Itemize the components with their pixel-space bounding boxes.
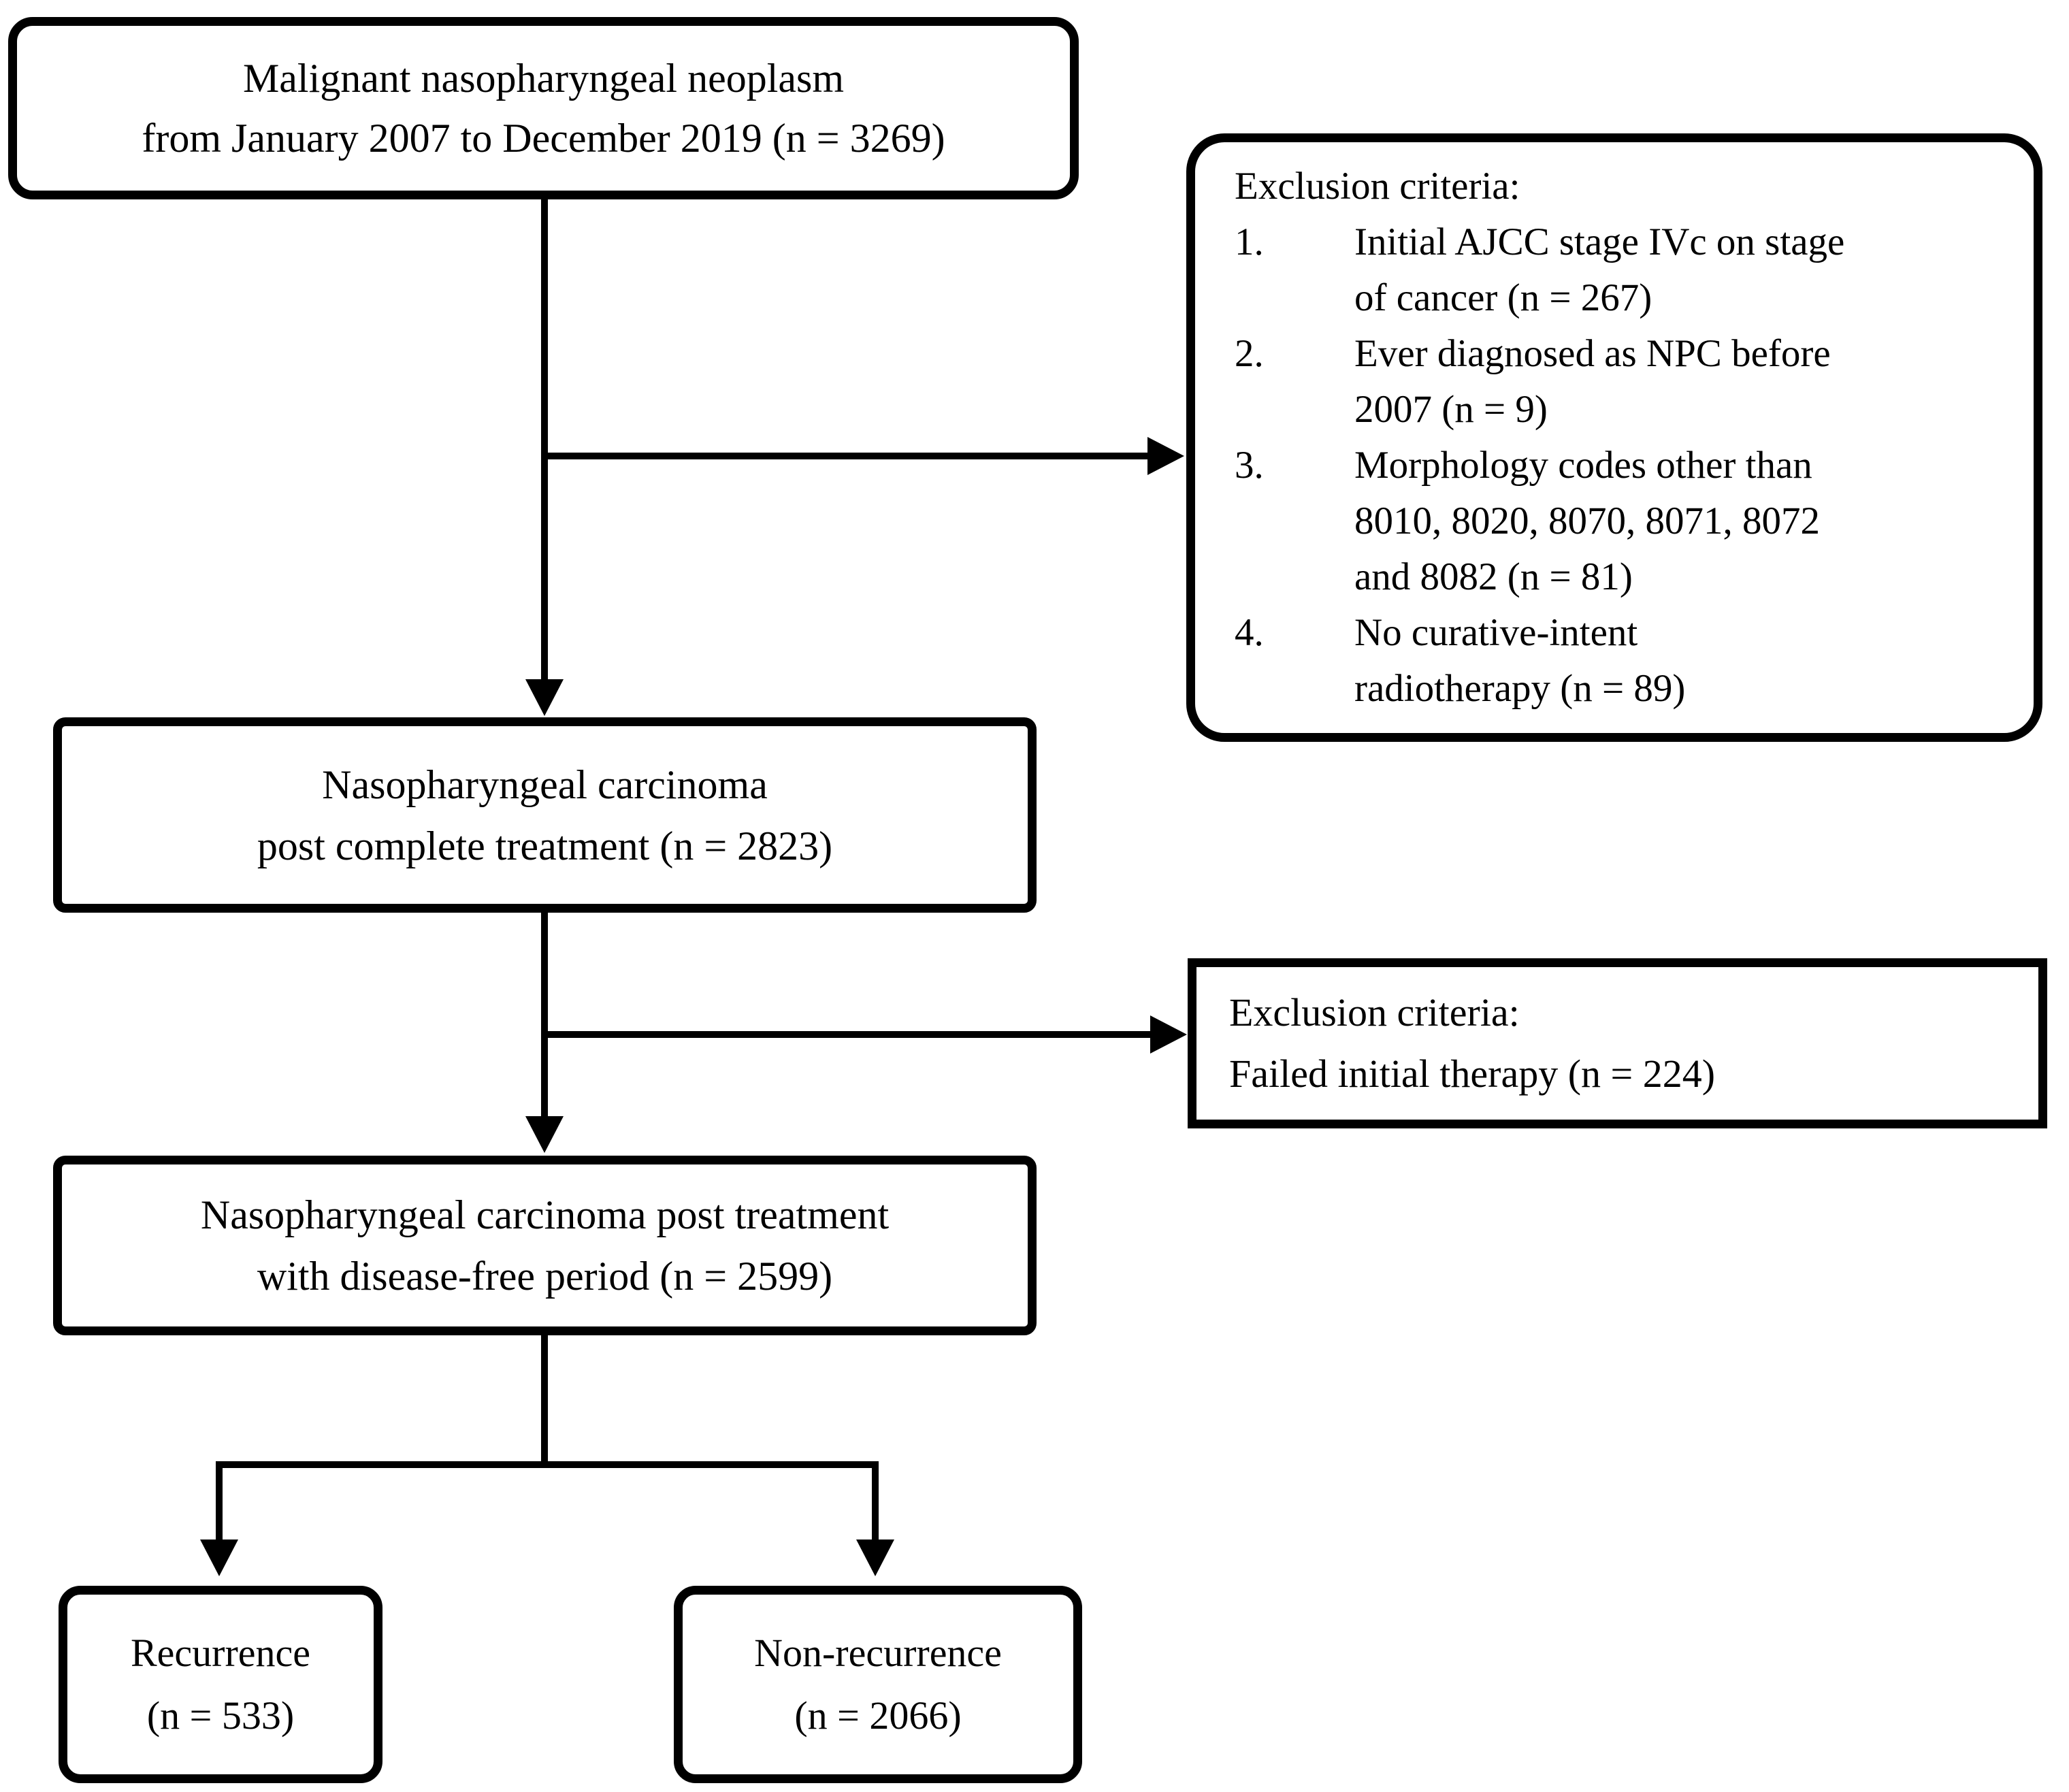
source-population-box: Malignant nasopharyngeal neoplasm from J… bbox=[8, 17, 1079, 199]
connector-post-treatment-to-exclusion2 bbox=[541, 1015, 1187, 1054]
list-item-number: 3. bbox=[1235, 444, 1264, 487]
box-line: (n = 533) bbox=[146, 1693, 295, 1738]
connector-post-treatment-to-disease-free bbox=[525, 911, 564, 1153]
box-line: of cancer (n = 267) bbox=[1354, 276, 1652, 319]
connector-source-to-post-treatment bbox=[525, 197, 564, 716]
box-line: post complete treatment (n = 2823) bbox=[257, 823, 833, 868]
box-line: Non-recurrence bbox=[754, 1631, 1002, 1675]
exclusion-item-1: 1. Initial AJCC stage IVc on stage of ca… bbox=[1235, 214, 2000, 326]
box-line: Malignant nasopharyngeal neoplasm bbox=[242, 56, 845, 101]
arrowhead-down-icon bbox=[200, 1540, 238, 1576]
box-line: Failed initial therapy (n = 224) bbox=[1229, 1052, 1716, 1096]
list-item-number: 4. bbox=[1235, 611, 1264, 654]
disease-free-period-box: Nasopharyngeal carcinoma post treatment … bbox=[53, 1156, 1037, 1335]
list-item-text: Morphology codes other than 8010, 8020, … bbox=[1354, 438, 2000, 605]
box-line: 8010, 8020, 8070, 8071, 8072 bbox=[1354, 500, 1820, 542]
box-line: from January 2007 to December 2019 (n = … bbox=[142, 116, 945, 161]
box-line: Exclusion criteria: bbox=[1229, 990, 1520, 1035]
exclusion-criteria-1-box: Exclusion criteria: 1. Initial AJCC stag… bbox=[1186, 133, 2042, 742]
list-item-number: 2. bbox=[1235, 332, 1264, 375]
arrowhead-right-icon bbox=[1147, 437, 1184, 475]
connector-source-to-exclusion1 bbox=[541, 437, 1184, 475]
post-complete-treatment-box: Nasopharyngeal carcinoma post complete t… bbox=[53, 717, 1037, 913]
box-line: No curative-intent bbox=[1354, 611, 1638, 654]
exclusion-criteria-2-box: Exclusion criteria: Failed initial thera… bbox=[1188, 958, 2047, 1128]
exclusion-item-3: 3. Morphology codes other than 8010, 802… bbox=[1235, 438, 2000, 605]
box-line: (n = 2066) bbox=[794, 1693, 962, 1738]
list-item-text: Ever diagnosed as NPC before 2007 (n = 9… bbox=[1354, 326, 2000, 438]
arrowhead-down-icon bbox=[856, 1540, 894, 1576]
list-item-text: Initial AJCC stage IVc on stage of cance… bbox=[1354, 214, 2000, 326]
box-line: and 8082 (n = 81) bbox=[1354, 555, 1633, 598]
exclusion-item-4: 4. No curative-intent radiotherapy (n = … bbox=[1235, 605, 2000, 717]
box-line: Initial AJCC stage IVc on stage bbox=[1354, 221, 1845, 263]
non-recurrence-box: Non-recurrence (n = 2066) bbox=[674, 1586, 1082, 1783]
recurrence-box: Recurrence (n = 533) bbox=[59, 1586, 382, 1783]
box-line: Ever diagnosed as NPC before bbox=[1354, 332, 1831, 375]
box-line: Recurrence bbox=[130, 1631, 311, 1675]
exclusion-header: Exclusion criteria: bbox=[1235, 165, 1520, 208]
box-line: with disease-free period (n = 2599) bbox=[257, 1254, 833, 1299]
connector-disease-free-split bbox=[200, 1334, 894, 1576]
box-line: Morphology codes other than bbox=[1354, 444, 1812, 487]
arrowhead-right-icon bbox=[1150, 1015, 1187, 1054]
box-line: Nasopharyngeal carcinoma bbox=[322, 762, 768, 807]
box-line: Nasopharyngeal carcinoma post treatment bbox=[200, 1192, 890, 1237]
arrowhead-down-icon bbox=[525, 679, 564, 716]
list-item-number: 1. bbox=[1235, 221, 1264, 263]
list-item-text: No curative-intent radiotherapy (n = 89) bbox=[1354, 605, 2000, 717]
arrowhead-down-icon bbox=[525, 1116, 564, 1153]
box-line: radiotherapy (n = 89) bbox=[1354, 667, 1686, 710]
box-line: 2007 (n = 9) bbox=[1354, 388, 1548, 431]
exclusion-item-2: 2. Ever diagnosed as NPC before 2007 (n … bbox=[1235, 326, 2000, 438]
